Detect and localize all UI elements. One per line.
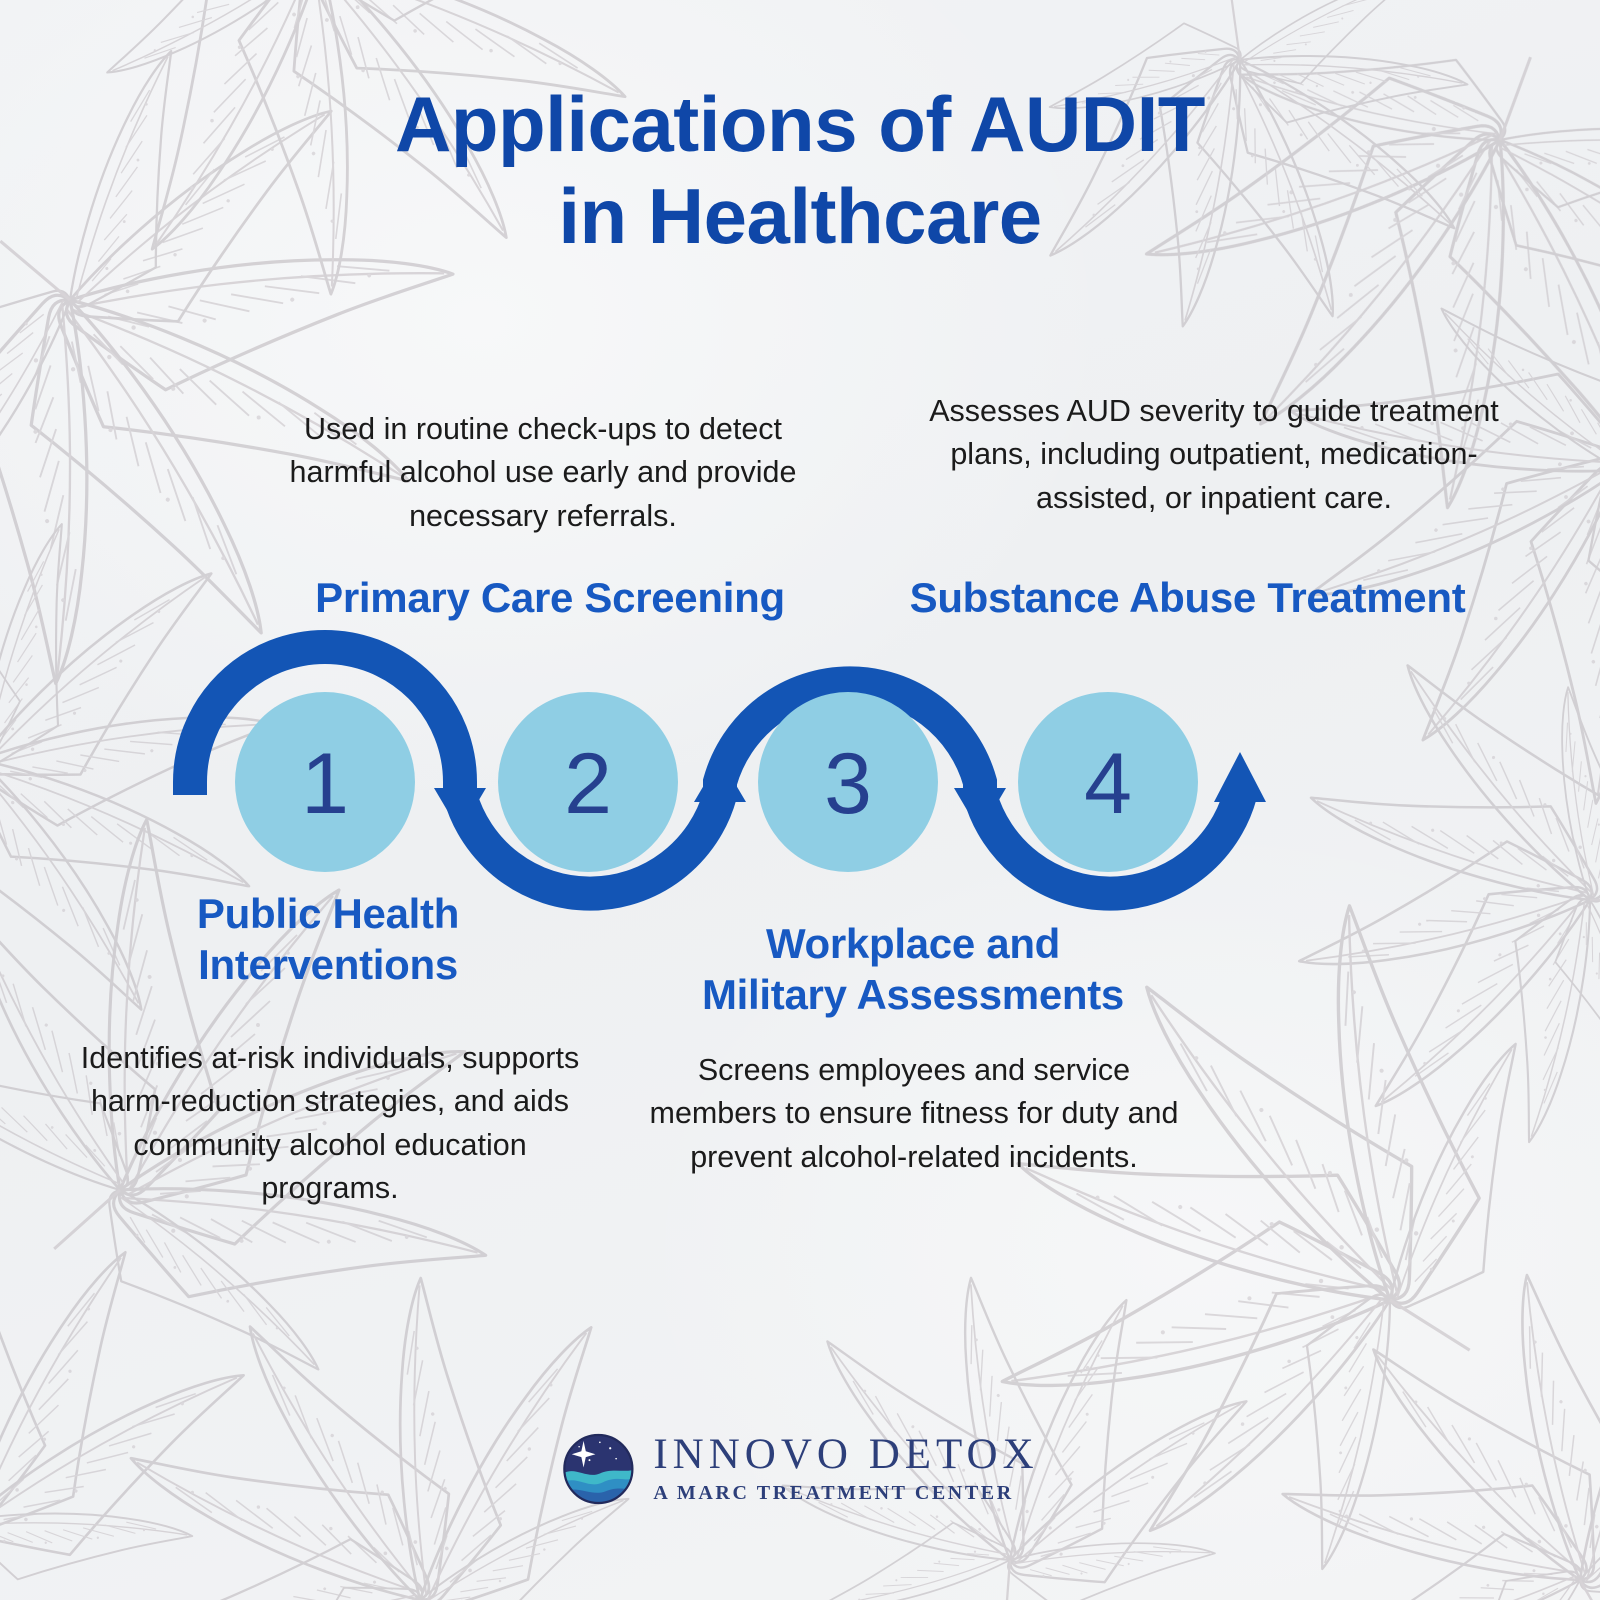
flow-arrowhead-up-1 (694, 758, 746, 802)
step-2-heading-line-1: Public Health (196, 890, 460, 937)
step-2-heading: Public Health Interventions (108, 888, 548, 990)
step-2-heading-line-2: Interventions (198, 941, 458, 989)
page-title: Applications of AUDIT in Healthcare (0, 78, 1600, 262)
page-title-line-1: Applications of AUDIT (395, 80, 1205, 168)
step-1-description: Used in routine check-ups to detect harm… (289, 412, 797, 533)
step-3-number: 3 (824, 736, 872, 832)
step-1-heading: Primary Care Screening (315, 574, 785, 621)
page-title-line-2: in Healthcare (558, 172, 1042, 261)
step-3-heading-line-1: Workplace and (765, 920, 1061, 967)
step-circles (235, 692, 1198, 872)
step-4-number: 4 (1084, 736, 1132, 832)
flow-arrowhead-down-1 (434, 788, 486, 832)
flow-arrow-path (173, 630, 1257, 911)
process-flow-diagram: 1 2 3 4 (150, 620, 1310, 940)
step-3-heading-line-2: Military Assessments (702, 971, 1124, 1019)
step-1-number: 1 (301, 736, 349, 832)
step-3-description: Screens employees and service members to… (649, 1053, 1179, 1174)
step-2-circle (498, 692, 678, 872)
logo-text-block: INNOVO DETOX A MARC TREATMENT CENTER (653, 1432, 1038, 1505)
step-2-number: 2 (564, 736, 612, 832)
step-3-heading: Workplace and Military Assessments (628, 918, 1198, 1020)
flow-arrowhead-up-end (1214, 752, 1266, 802)
flow-arrowhead-down-2 (954, 788, 1006, 832)
step-3-circle (758, 692, 938, 872)
step-4-circle (1018, 692, 1198, 872)
logo-tagline: A MARC TREATMENT CENTER (653, 1481, 1014, 1504)
step-1-circle (235, 692, 415, 872)
logo-name: INNOVO DETOX (653, 1431, 1039, 1479)
brand-logo: INNOVO DETOX A MARC TREATMENT CENTER (561, 1432, 1038, 1506)
night-sky-wave-circle-icon (561, 1432, 635, 1506)
step-4-heading: Substance Abuse Treatment (909, 574, 1466, 621)
step-4-description: Assesses AUD severity to guide treatment… (929, 394, 1499, 515)
step-2-description: Identifies at-risk individuals, supports… (80, 1041, 580, 1205)
